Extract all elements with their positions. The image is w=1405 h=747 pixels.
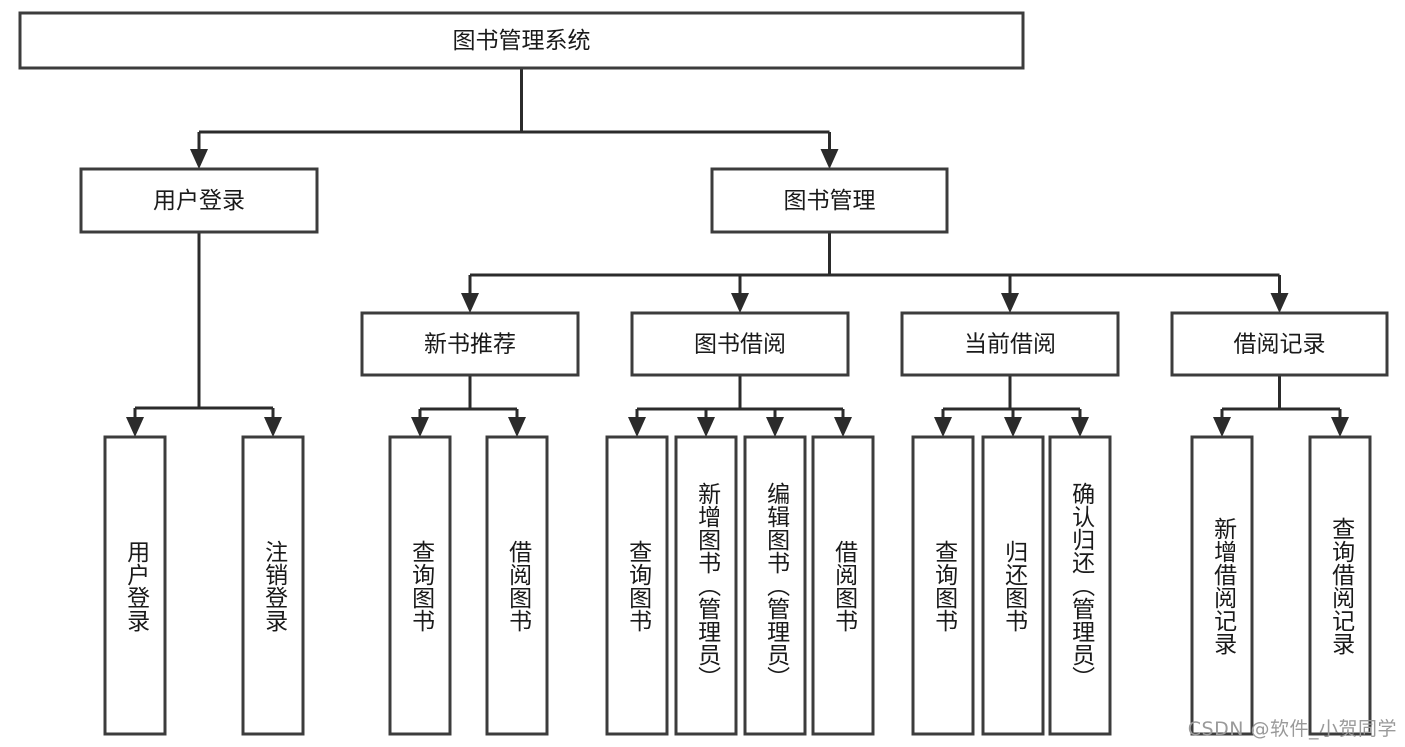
node-leaf-borrow-book-1[interactable]	[485, 435, 549, 736]
node-current-borrow[interactable]	[900, 311, 1120, 377]
arrow-head-icon	[820, 149, 839, 169]
watermark-text: CSDN @软件_小贺同学	[1187, 718, 1397, 740]
arrow-head-icon	[126, 417, 144, 437]
node-borrow-record-label: 借阅记录	[1234, 332, 1326, 358]
node-leaf-user-logout[interactable]	[241, 435, 305, 736]
arrow-head-icon	[264, 417, 282, 437]
arrow-head-icon	[934, 417, 952, 437]
node-root-label: 图书管理系统	[453, 28, 591, 54]
node-leaf-query-book-1[interactable]	[388, 435, 452, 736]
node-book-borrow[interactable]	[630, 311, 850, 377]
arrow-head-icon	[190, 149, 208, 169]
arrow-head-icon	[1071, 417, 1089, 437]
node-book-manage-label: 图书管理	[784, 188, 876, 214]
arrow-head-icon	[461, 293, 479, 313]
arrow-head-icon	[1331, 417, 1349, 437]
node-leaf-query-book-2[interactable]	[605, 435, 669, 736]
connector-group	[126, 68, 1349, 437]
arrow-head-icon	[1270, 293, 1289, 313]
arrow-head-icon	[834, 417, 852, 437]
node-leaf-add-record[interactable]	[1190, 435, 1254, 736]
arrow-head-icon	[1004, 417, 1022, 437]
arrow-head-icon	[766, 417, 784, 437]
node-new-book-rec[interactable]	[360, 311, 580, 377]
arrow-head-icon	[1001, 293, 1019, 313]
node-book-manage[interactable]	[710, 167, 949, 234]
node-root[interactable]	[18, 11, 1025, 70]
node-leaf-return-book[interactable]	[981, 435, 1045, 736]
node-leaf-user-login[interactable]	[103, 435, 167, 736]
node-new-book-rec-label: 新书推荐	[424, 332, 516, 358]
node-leaf-query-record[interactable]	[1308, 435, 1372, 736]
node-user-login[interactable]	[79, 167, 319, 234]
arrow-head-icon	[697, 417, 715, 437]
arrow-head-icon	[508, 417, 526, 437]
node-user-login-label: 用户登录	[153, 188, 245, 214]
node-leaf-query-book-3[interactable]	[911, 435, 975, 736]
node-leaf-add-book[interactable]	[674, 435, 738, 736]
arrow-head-icon	[1213, 417, 1231, 437]
arrow-head-icon	[628, 417, 646, 437]
node-leaf-edit-book[interactable]	[743, 435, 807, 736]
node-leaf-borrow-book-2[interactable]	[811, 435, 875, 736]
arrow-head-icon	[731, 293, 749, 313]
node-current-borrow-label: 当前借阅	[964, 332, 1056, 358]
node-book-borrow-label: 图书借阅	[694, 332, 786, 358]
arrow-head-icon	[411, 417, 429, 437]
node-leaf-confirm-return[interactable]	[1048, 435, 1112, 736]
node-borrow-record[interactable]	[1170, 311, 1389, 377]
